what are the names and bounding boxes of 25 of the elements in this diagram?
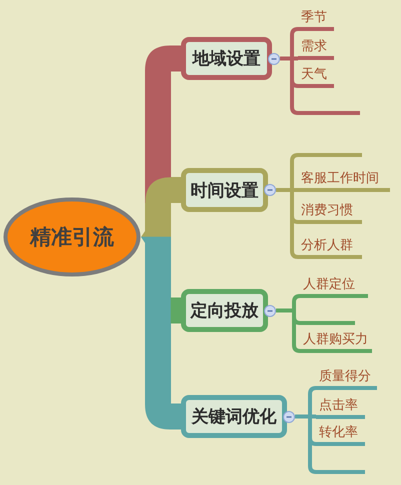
bracket-connector — [274, 153, 300, 259]
subtopic-label: 季节 — [298, 9, 334, 31]
subtopic-label: 人群定位 — [300, 276, 368, 298]
subtopic-label: 天气 — [298, 66, 334, 88]
subtopic-label: 客服工作时间 — [298, 170, 390, 192]
bracket-connector — [278, 27, 300, 115]
topic-underline — [298, 153, 362, 157]
branch-connector — [141, 46, 181, 430]
central-topic-ellipse: 精准引流 — [3, 197, 141, 277]
bracket-connector — [274, 294, 302, 353]
topic-underline — [298, 111, 360, 115]
subtopic-label: 需求 — [298, 38, 334, 60]
branch-topic-box: 时间设置 — [181, 168, 268, 212]
branch-topic-box: 定向投放 — [181, 289, 268, 332]
subtopic-label: 点击率 — [316, 397, 365, 419]
topic-underline — [316, 470, 365, 474]
branch-topic-box: 地域设置 — [181, 37, 272, 80]
subtopic-label: 分析人群 — [298, 237, 362, 259]
subtopic-label: 质量得分 — [316, 368, 377, 390]
topic-underline — [300, 321, 355, 325]
branch-topic-box: 关键词优化 — [181, 395, 287, 438]
bracket-connector — [293, 386, 318, 474]
subtopic-label: 转化率 — [316, 424, 365, 446]
subtopic-label: 消费习惯 — [298, 202, 362, 224]
subtopic-label: 人群购买力 — [300, 331, 372, 353]
